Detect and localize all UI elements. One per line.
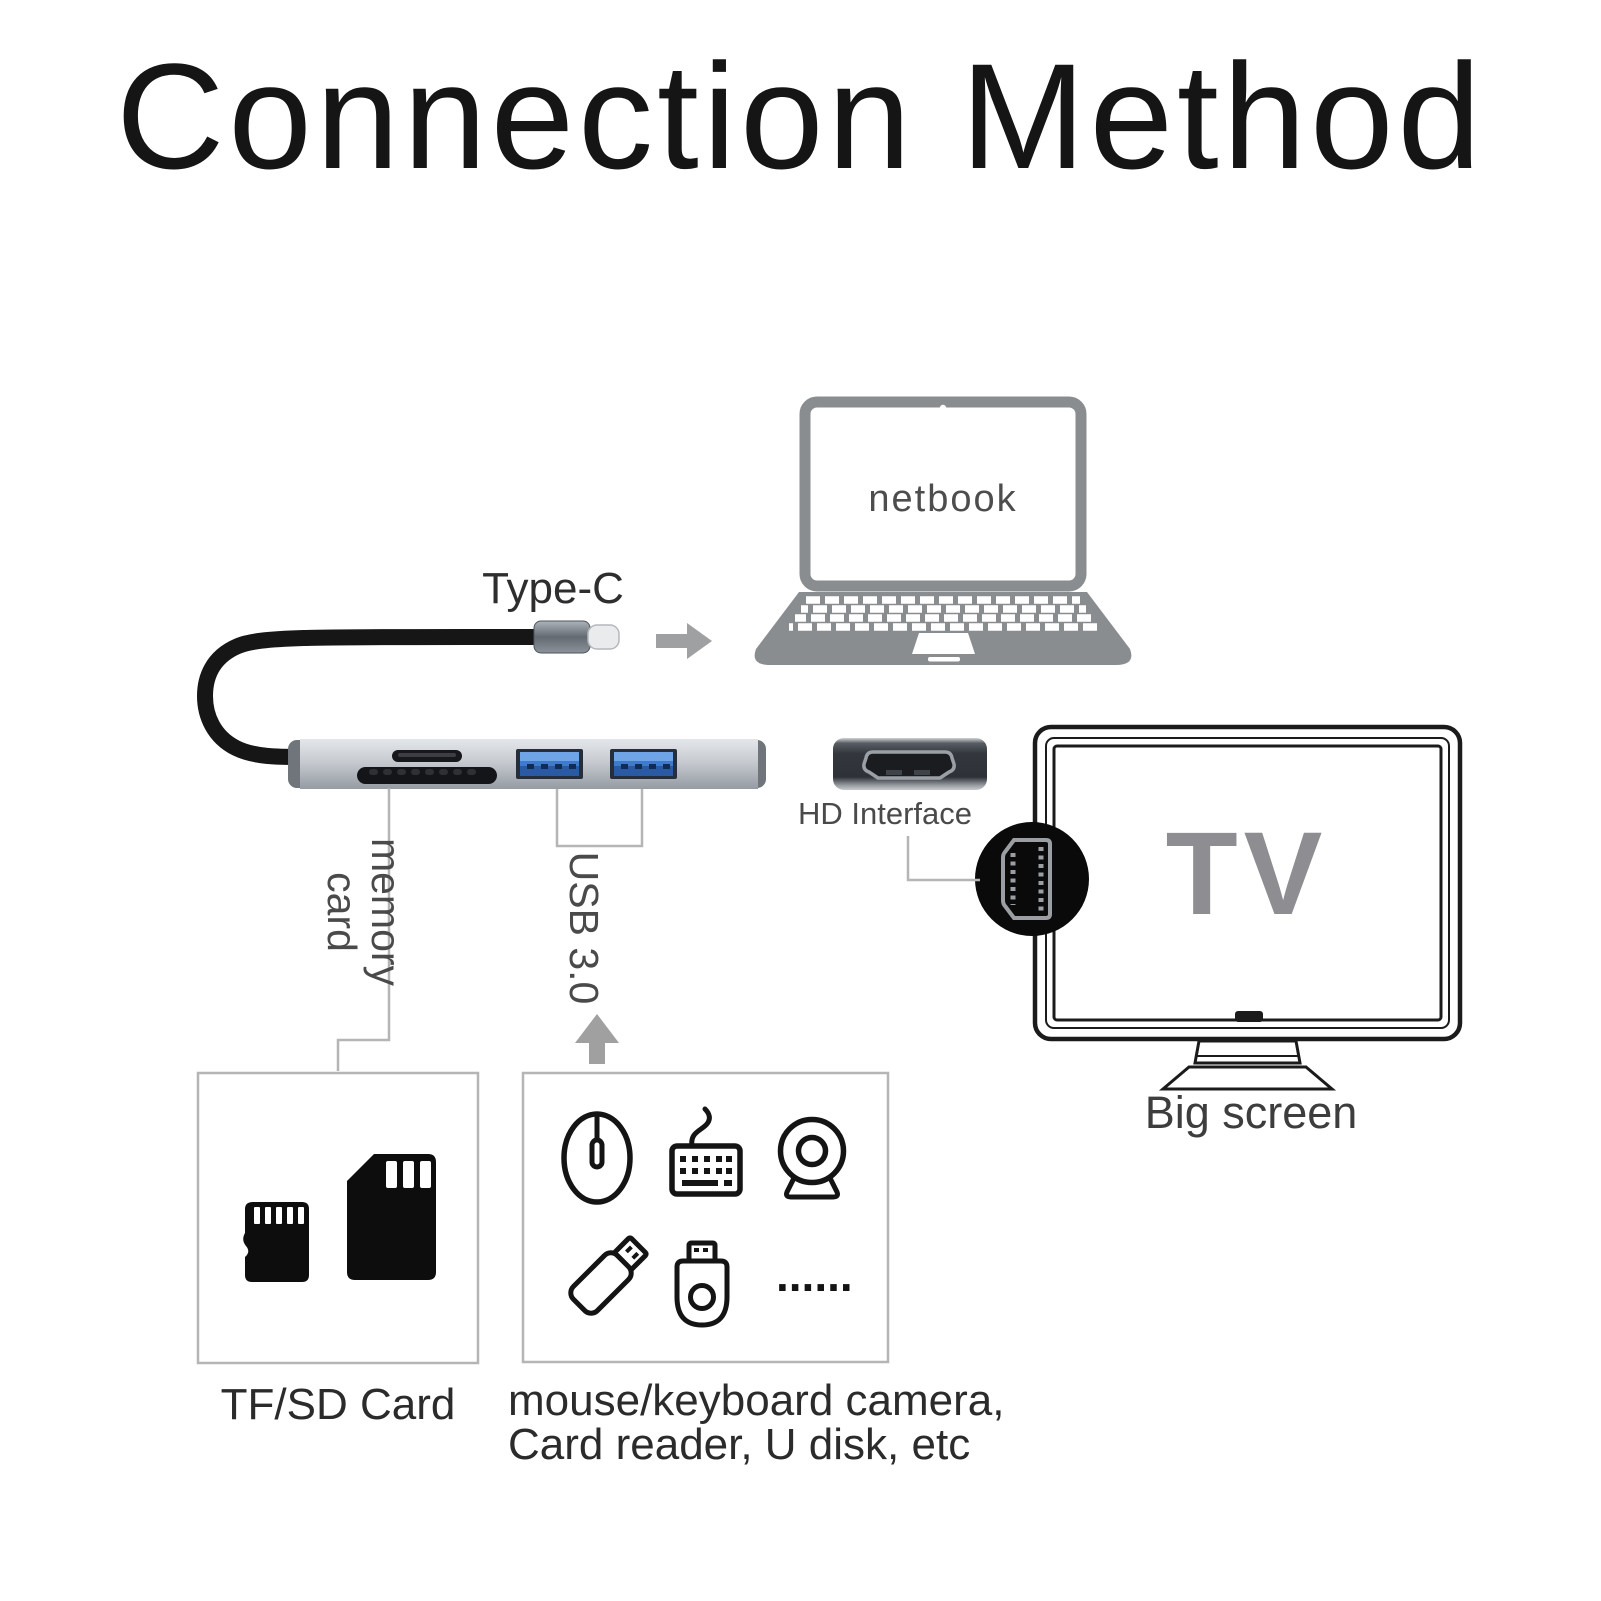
typec-cable	[196, 628, 544, 765]
usb30-label-text: USB 3.0	[561, 852, 607, 1005]
memory-card-label-line2: card	[319, 872, 365, 952]
peripherals-box: ...... mouse/keyboard camera, Card reade…	[508, 1071, 1004, 1469]
hdmi-plug-icon	[1001, 838, 1052, 920]
tv-screen-label: TV	[1166, 808, 1329, 940]
hdmi-adapter: HD Interface	[798, 738, 987, 831]
tf-card-icon	[243, 1202, 309, 1282]
up-arrow-icon	[575, 1014, 619, 1064]
webcam-icon	[777, 1116, 847, 1200]
laptop-illustration: netbook	[754, 396, 1132, 665]
usb-hub	[288, 739, 766, 789]
usb-port-1	[516, 749, 583, 779]
laptop-camera-dot	[939, 404, 947, 412]
hdmi-zoom-circle	[975, 822, 1089, 936]
usb-ports-callout-bracket	[555, 789, 644, 848]
usb-port-2	[610, 749, 677, 779]
memory-card-callout-line	[336, 788, 391, 1071]
laptop-trackpad	[912, 633, 975, 654]
tv-illustration: TV Big screen	[1032, 724, 1463, 1138]
laptop-screen	[799, 396, 1087, 592]
ellipsis-icon: ......	[776, 1249, 853, 1301]
hdmi-port-tab	[886, 770, 902, 775]
peripherals-caption-line2: Card reader, U disk, etc	[508, 1420, 970, 1469]
hdmi-zoom-badge	[975, 822, 1089, 936]
hdmi-port-tab	[914, 770, 930, 775]
sd-card-icon	[347, 1154, 436, 1280]
memory-card-label-line1: memory	[363, 838, 409, 987]
sd-card-slot	[357, 767, 497, 784]
hd-interface-callout-line	[906, 836, 980, 882]
laptop-keyboard-keys	[789, 596, 1100, 631]
tf-card-slot-inner	[398, 753, 456, 757]
tv-caption: Big screen	[1145, 1087, 1358, 1138]
tv-stand-neck	[1193, 1039, 1302, 1065]
usb30-label: USB 3.0	[561, 852, 607, 1005]
sd-card-slot-ridges	[369, 769, 476, 775]
peripherals-caption-line1: mouse/keyboard camera,	[508, 1376, 1004, 1425]
tf-sd-box: TF/SD Card	[196, 1071, 480, 1429]
card-reader-icon	[674, 1240, 730, 1328]
mouse-icon	[561, 1111, 633, 1205]
typec-label: Type-C	[482, 564, 624, 613]
memory-card-label: memory card	[319, 838, 409, 987]
hdmi-port	[862, 750, 956, 780]
typec-connector-tip	[587, 624, 620, 650]
tv-stand-base	[1158, 1065, 1337, 1091]
page-title: Connection Method	[116, 32, 1485, 200]
usb-flash-drive-icon	[568, 1235, 649, 1316]
typec-cable-assembly: Type-C	[196, 564, 712, 765]
tv-power-notch	[1235, 1011, 1263, 1022]
keyboard-icon	[669, 1106, 743, 1197]
typec-connector-collar	[533, 620, 591, 654]
laptop-label: netbook	[868, 478, 1017, 520]
hdmi-label: HD Interface	[798, 796, 972, 831]
right-arrow-icon	[656, 623, 712, 659]
laptop-front-notch	[928, 657, 960, 662]
tf-sd-caption: TF/SD Card	[221, 1380, 456, 1429]
